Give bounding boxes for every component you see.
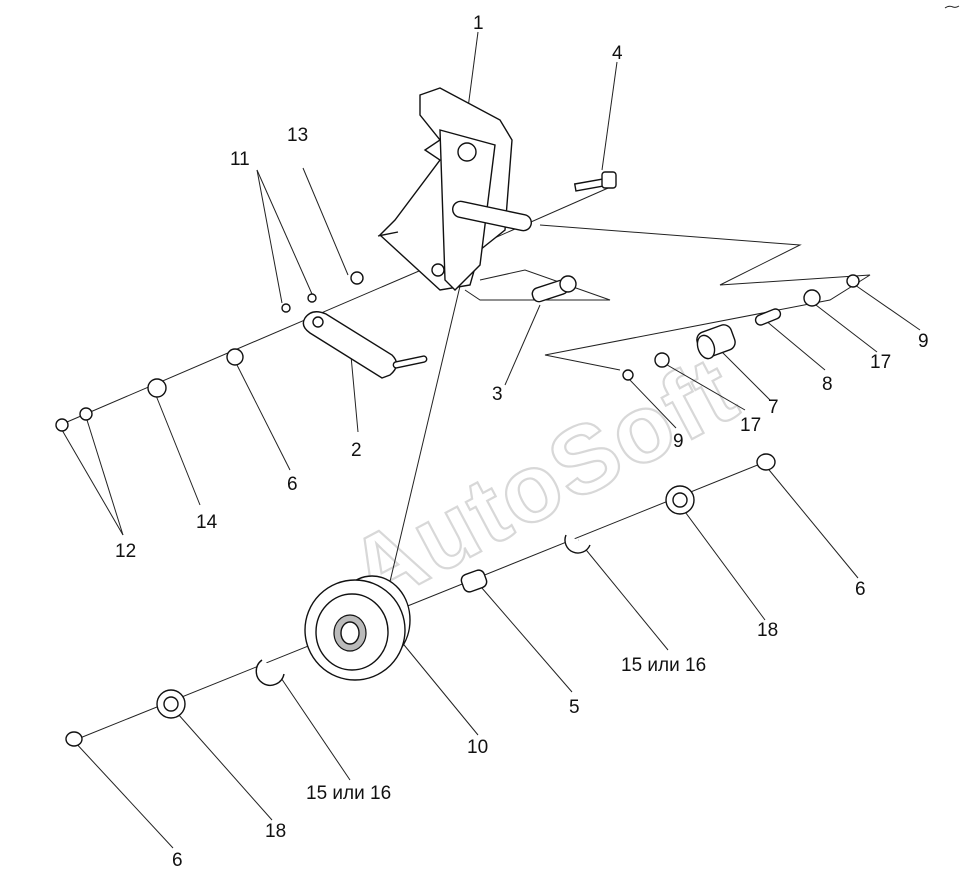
washer-part-9-right <box>846 274 860 288</box>
bracket-part-1 <box>377 87 533 291</box>
bushing-part-6-left <box>65 731 83 747</box>
nut-part-11-a <box>281 303 291 313</box>
watermark: AutoSoft <box>332 336 754 628</box>
circlip-part-15-upper <box>564 534 591 554</box>
label-13: 13 <box>287 125 308 146</box>
label-5: 5 <box>569 697 580 718</box>
label-1: 1 <box>473 13 484 34</box>
label-2: 2 <box>351 440 362 461</box>
washer-part-17-left <box>654 352 670 368</box>
label-6-upper: 6 <box>287 474 298 495</box>
label-17-upper: 17 <box>870 352 891 373</box>
washer-part-13 <box>350 271 364 285</box>
label-4: 4 <box>612 43 623 64</box>
label-8: 8 <box>822 374 833 395</box>
label-7: 7 <box>768 397 779 418</box>
bolt-part-4 <box>573 171 617 192</box>
washer-part-17-right <box>803 289 821 307</box>
nut-part-12-a <box>55 418 69 432</box>
label-9-lower: 9 <box>673 431 684 452</box>
bushing-part-6-right <box>756 453 776 471</box>
label-6-lower: 6 <box>172 850 183 871</box>
corner-mark <box>944 5 960 9</box>
label-15-upper: 15 или 16 <box>621 655 706 676</box>
label-9-upper: 9 <box>918 331 929 352</box>
pulley-part-10 <box>304 575 411 681</box>
pin-part-8 <box>754 308 782 326</box>
part-labels: 1 2 3 4 5 6 6 6 7 8 9 9 10 11 12 13 14 1… <box>115 13 929 871</box>
label-3: 3 <box>492 384 503 405</box>
bearing-part-18-lower <box>156 689 186 719</box>
bearing-part-18-upper <box>665 485 695 515</box>
label-18-lower: 18 <box>265 821 286 842</box>
circlip-part-15-lower <box>255 659 285 686</box>
label-15-lower: 15 или 16 <box>306 783 391 804</box>
label-14: 14 <box>196 512 218 533</box>
nut-part-12-b <box>79 407 93 421</box>
label-17-lower: 17 <box>740 415 761 436</box>
label-12: 12 <box>115 541 136 562</box>
bushing-part-6-upper <box>226 348 244 366</box>
label-11: 11 <box>230 149 250 170</box>
washer-part-9-left <box>622 369 634 381</box>
washer-part-14 <box>147 378 167 398</box>
nut-part-11-b <box>307 293 317 303</box>
label-18-upper: 18 <box>757 620 778 641</box>
sleeve-part-7 <box>696 324 736 360</box>
label-6-right: 6 <box>855 579 866 600</box>
pin-part-3 <box>531 275 577 303</box>
lever-part-2 <box>302 311 428 379</box>
bushing-part-5 <box>460 569 488 593</box>
label-10: 10 <box>467 737 488 758</box>
